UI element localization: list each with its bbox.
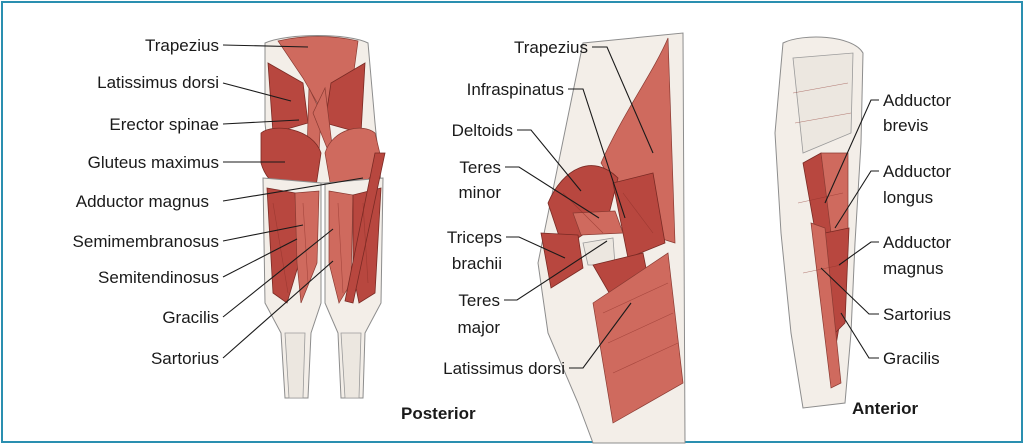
label-gracilis-anterior: Gracilis <box>883 349 940 368</box>
anterior-leg-illustration <box>775 37 863 408</box>
label-adductor-longus-1: Adductor <box>883 162 951 181</box>
label-adductor-brevis-1: Adductor <box>883 91 951 110</box>
caption-anterior: Anterior <box>852 399 919 418</box>
label-adductor-magnus-legs: Adductor magnus <box>76 192 209 211</box>
label-semimembranosus: Semimembranosus <box>73 232 219 251</box>
label-gluteus-maximus: Gluteus maximus <box>88 153 219 172</box>
label-teres-major-1: Teres <box>458 291 500 310</box>
label-infraspinatus: Infraspinatus <box>467 80 564 99</box>
label-trapezius-legs: Trapezius <box>145 36 219 55</box>
label-teres-minor-1: Teres <box>459 158 501 177</box>
muscle-diagram: Trapezius Latissimus dorsi Erector spina… <box>3 3 1025 445</box>
caption-posterior: Posterior <box>401 404 476 423</box>
label-adductor-magnus-anterior-1: Adductor <box>883 233 951 252</box>
label-triceps-1: Triceps <box>447 228 502 247</box>
label-deltoids: Deltoids <box>452 121 513 140</box>
label-latissimus-shoulder: Latissimus dorsi <box>443 359 565 378</box>
label-sartorius-anterior: Sartorius <box>883 305 951 324</box>
label-semitendinosus: Semitendinosus <box>98 268 219 287</box>
label-teres-major-2: major <box>457 318 500 337</box>
label-adductor-magnus-anterior-2: magnus <box>883 259 943 278</box>
label-adductor-brevis-2: brevis <box>883 116 928 135</box>
label-trapezius-shoulder: Trapezius <box>514 38 588 57</box>
label-latissimus-legs: Latissimus dorsi <box>97 73 219 92</box>
label-gracilis-legs: Gracilis <box>162 308 219 327</box>
label-erector-spinae: Erector spinae <box>109 115 219 134</box>
label-adductor-longus-2: longus <box>883 188 933 207</box>
label-teres-minor-2: minor <box>458 183 501 202</box>
posterior-body-illustration <box>261 36 385 399</box>
label-triceps-2: brachii <box>452 254 502 273</box>
label-sartorius-legs: Sartorius <box>151 349 219 368</box>
